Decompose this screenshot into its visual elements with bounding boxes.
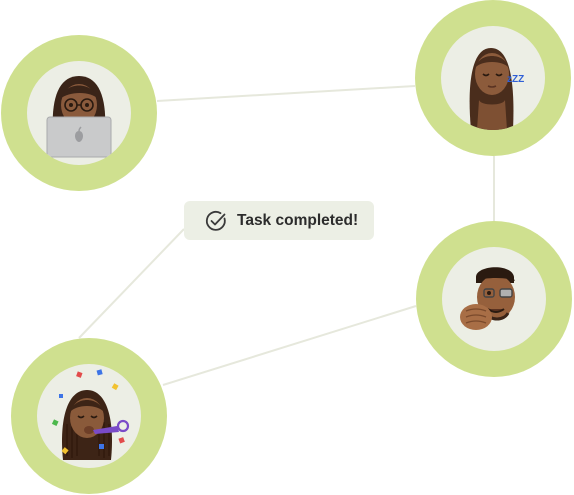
avatar-sleeping: zZZ <box>415 0 571 156</box>
avatar-party-image <box>37 364 141 468</box>
check-circle-icon <box>205 210 226 231</box>
avatar-laptop <box>1 35 157 191</box>
fist-icon <box>460 267 515 330</box>
toast-message: Task completed! <box>237 211 359 229</box>
avatar-party <box>11 338 167 494</box>
connector-line <box>162 305 417 386</box>
task-completed-toast: Task completed! <box>184 201 374 240</box>
party-horn-icon <box>51 369 130 460</box>
avatar-fist-bump <box>416 221 572 377</box>
zzz-icon: zZZ <box>469 48 524 130</box>
laptop-icon <box>46 76 112 158</box>
connector-line <box>156 85 416 102</box>
avatar-fist-bump-image <box>442 247 546 351</box>
zzz-glyph: zZZ <box>507 74 524 85</box>
avatar-laptop-image <box>27 61 131 165</box>
connector-line <box>78 228 185 339</box>
avatar-sleeping-image: zZZ <box>441 26 545 130</box>
